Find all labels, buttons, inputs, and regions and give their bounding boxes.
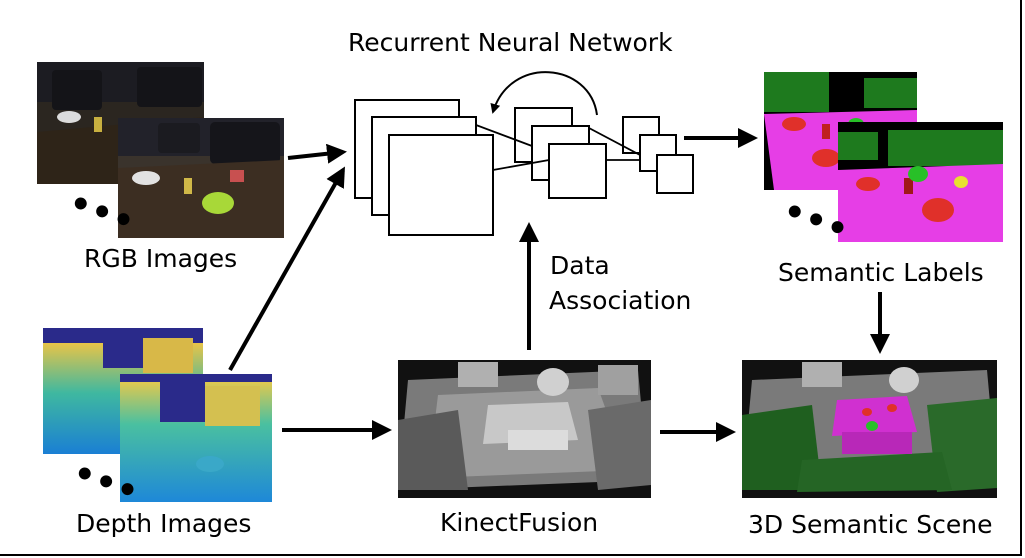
depth-images-label: Depth Images bbox=[76, 509, 252, 538]
rgb-image-front bbox=[118, 118, 284, 238]
kinectfusion-image bbox=[398, 360, 651, 498]
data-association-line2: Association bbox=[549, 286, 692, 315]
data-association-line1: Data bbox=[550, 251, 610, 280]
semantic-labels-label: Semantic Labels bbox=[778, 258, 984, 287]
rnn-layer-1 bbox=[354, 99, 494, 236]
rnn-title: Recurrent Neural Network bbox=[348, 28, 673, 57]
arrow-depth-to-rnn bbox=[228, 166, 345, 371]
depth-image-front bbox=[120, 374, 272, 502]
semantic-scene-label: 3D Semantic Scene bbox=[748, 510, 993, 539]
rnn-layer-3 bbox=[622, 116, 694, 194]
arrow-rgb-to-rnn bbox=[287, 143, 347, 164]
rnn-connectors bbox=[475, 124, 641, 171]
rgb-images-label: RGB Images bbox=[84, 244, 238, 273]
rnn-layer-2 bbox=[514, 107, 607, 199]
recurrent-loop-arrow bbox=[490, 71, 598, 116]
semantic-scene-image bbox=[742, 360, 997, 498]
kinectfusion-label: KinectFusion bbox=[440, 508, 599, 537]
semantic-image-front bbox=[838, 122, 1003, 242]
